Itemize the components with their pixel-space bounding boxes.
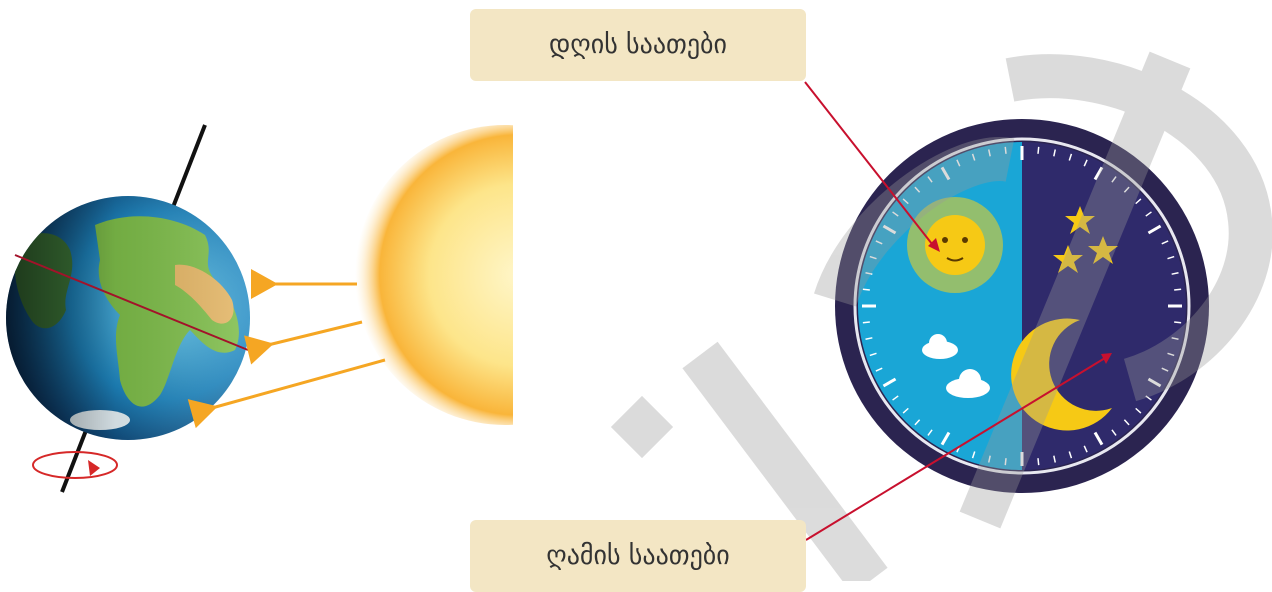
earth-illustration (6, 124, 250, 493)
clock-tick (1167, 352, 1175, 357)
clock-tick (862, 321, 870, 324)
clock-tick (1111, 176, 1117, 183)
ray-arrow-2 (244, 320, 363, 365)
clock-tick (914, 419, 921, 426)
night-pointer-line (805, 357, 1106, 541)
clock-tick (902, 198, 909, 205)
clock-tick (940, 166, 951, 181)
clock-tick (1037, 458, 1040, 466)
clock-tick (940, 431, 951, 446)
clock-tick (1068, 451, 1073, 459)
night-hours-label: ღამის საათები (470, 520, 806, 592)
clock-tick (1083, 445, 1088, 453)
sunlight-arrows (187, 269, 386, 429)
day-night-clock (835, 119, 1209, 493)
clock-tick (1145, 395, 1152, 401)
clock-tick (869, 255, 877, 260)
sun-illustration (355, 125, 513, 425)
clock-tick (892, 211, 899, 217)
clock-tick (862, 288, 870, 291)
clock-tick (875, 240, 883, 245)
clock-tick (902, 407, 909, 414)
clock-tick (1111, 429, 1117, 436)
clock-tick (1167, 255, 1175, 260)
clock-tick (869, 352, 877, 357)
clock-tick (1147, 224, 1162, 235)
clock-tick (1053, 149, 1056, 157)
clock-tick (865, 337, 873, 340)
clock-tick (1053, 455, 1056, 463)
clock-tick (1083, 159, 1088, 167)
clock-tick (1174, 288, 1182, 291)
clock-tick (882, 224, 897, 235)
clock-tick (1145, 211, 1152, 217)
sun-icon (355, 125, 513, 425)
clock-tick (914, 186, 921, 193)
clock-tick (892, 395, 899, 401)
clock-tick (1037, 146, 1040, 154)
watermark (610, 51, 1272, 581)
clock-tick (865, 272, 873, 275)
cloud-icon (922, 334, 990, 398)
clock-tick (1123, 419, 1130, 426)
equator-line (14, 254, 249, 351)
clock-tick (971, 153, 976, 161)
clock-tick (875, 367, 883, 372)
clock-tick (1147, 377, 1162, 388)
clock-tick (1171, 272, 1179, 275)
clock-tick (1093, 166, 1104, 181)
clock-tick (927, 176, 933, 183)
clock-ticks (862, 146, 1182, 466)
day-pointer-line (804, 81, 933, 245)
clock-tick (1161, 367, 1169, 372)
clock-tick (1123, 186, 1130, 193)
sun-face-icon (907, 197, 1003, 293)
day-hours-label: დღის საათები (470, 9, 806, 81)
clock-tick (1171, 337, 1179, 340)
clock-tick (1093, 431, 1104, 446)
clock-tick (1004, 458, 1007, 466)
clock-tick (882, 377, 897, 388)
clock-tick (1135, 407, 1142, 414)
clock-tick (1161, 240, 1169, 245)
clock-tick (971, 451, 976, 459)
clock-tick (988, 149, 991, 157)
clock-tick (1135, 198, 1142, 205)
clock-tick (927, 429, 933, 436)
clock-tick (1004, 146, 1007, 154)
clock-tick (956, 159, 961, 167)
clock-tick (1068, 153, 1073, 161)
star-icon (1053, 206, 1118, 273)
ray-arrow-3 (187, 358, 386, 429)
rotation-arrow-icon (32, 451, 118, 479)
clock-tick (1174, 321, 1182, 324)
moon-icon (1011, 318, 1112, 431)
clock-tick (988, 455, 991, 463)
